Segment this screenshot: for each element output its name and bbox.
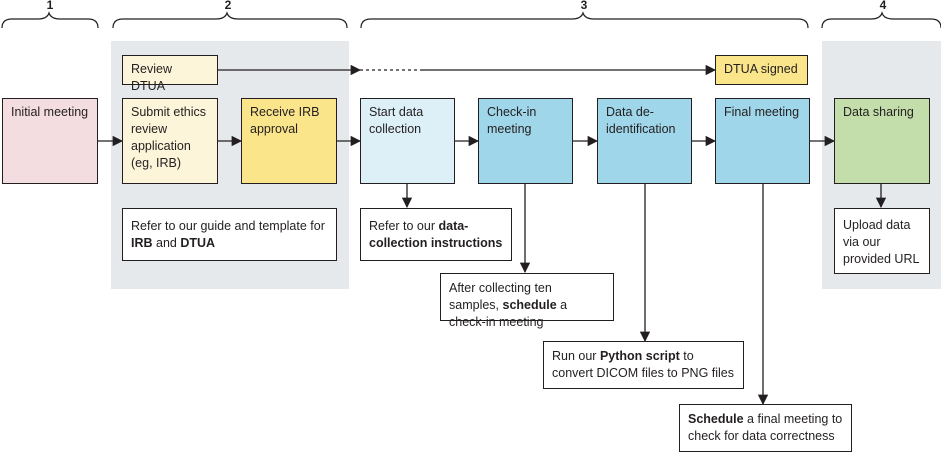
data-deidentification-box: Data de-identification (597, 98, 692, 184)
ten-samples-text: After collecting ten samples, (449, 281, 552, 312)
upload-data-note: Upload data via our provided URL (834, 208, 930, 274)
schedule-final-bold: Schedule (688, 412, 744, 426)
phase-number-3: 3 (580, 0, 588, 12)
guide-note-irb: IRB (131, 236, 153, 250)
data-collection-instructions-note: Refer to our data-collection instruction… (360, 208, 512, 261)
python-note-tail: to convert DICOM files to PNG files (552, 349, 734, 380)
phase-4-brace (821, 11, 941, 29)
ten-samples-tail: a check-in meeting (449, 298, 568, 329)
data-sharing-box: Data sharing (834, 98, 930, 184)
receive-irb-box: Receive IRB approval (241, 98, 337, 184)
schedule-final-text: a final meeting to check for data correc… (688, 412, 843, 443)
phase-2-brace (112, 11, 348, 29)
final-meeting-box: Final meeting (715, 98, 810, 184)
python-note-bold: Python script (599, 349, 680, 363)
phase-number-1: 1 (46, 0, 54, 12)
initial-meeting-box: Initial meeting (2, 98, 98, 184)
check-in-schedule-note: After collecting ten samples, schedule a… (440, 273, 614, 329)
upload-note-text: Upload data via our provided URL (843, 218, 920, 266)
phase-number-4: 4 (879, 0, 887, 12)
phase-3-brace (360, 11, 809, 29)
dtua-signed-box: DTUA signed (715, 55, 808, 85)
instructions-note-bold: data-collection instructions (369, 219, 503, 250)
checkin-meeting-box: Check-in meeting (478, 98, 573, 184)
irb-dtua-guide-note: Refer to our guide and template for IRB … (122, 208, 337, 261)
instructions-note-text: Refer to our (369, 219, 439, 233)
guide-note-and: and (152, 236, 181, 250)
phase-number-2: 2 (224, 0, 232, 12)
review-dtua-box: Review DTUA (122, 55, 218, 93)
python-script-note: Run our Python script to convert DICOM f… (543, 341, 744, 389)
guide-note-dtua: DTUA (180, 236, 216, 250)
python-note-text: Run our (552, 349, 600, 363)
ten-samples-bold: schedule (502, 298, 557, 312)
phase-1-brace (1, 11, 99, 29)
start-data-collection-box: Start data collection (360, 98, 455, 184)
guide-note-text: Refer to our guide and template for (131, 219, 325, 233)
submit-ethics-box: Submit ethics review application (eg, IR… (122, 98, 218, 184)
final-meeting-schedule-note: Schedule a final meeting to check for da… (679, 404, 852, 452)
